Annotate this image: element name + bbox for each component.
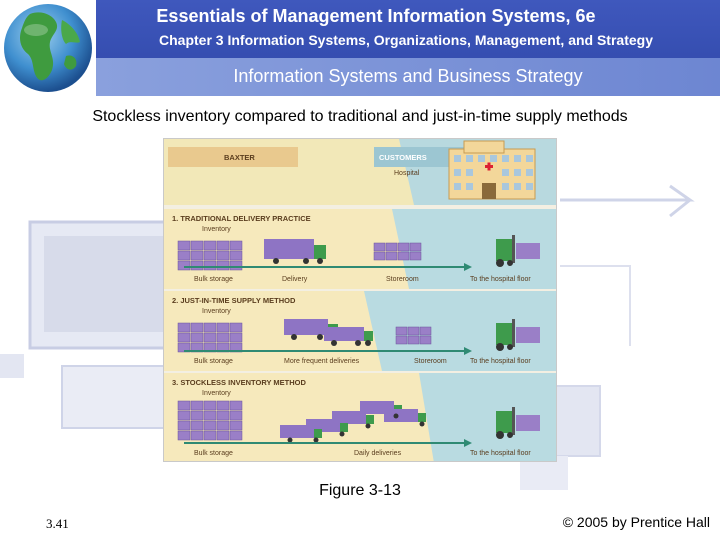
section-2-inventory: Inventory — [202, 308, 231, 315]
slide-header: Essentials of Management Information Sys… — [0, 0, 720, 96]
section-jit: 2. JUST-IN-TIME SUPPLY METHOD Inventory — [164, 291, 556, 371]
section-1-label-bulk: Bulk storage — [194, 276, 233, 283]
section-1-label-delivery: Delivery — [282, 276, 308, 283]
section-2-title: 2. JUST-IN-TIME SUPPLY METHOD — [172, 296, 296, 305]
section-2-forklift — [496, 319, 540, 351]
section-2-label-bulk: Bulk storage — [194, 358, 233, 365]
baxter-bar — [168, 147, 298, 167]
section-3-inventory: Inventory — [202, 390, 231, 397]
section-1-storeroom — [373, 242, 422, 261]
hospital-building — [448, 140, 536, 200]
hospital-label: Hospital — [394, 170, 420, 177]
customers-label: CUSTOMERS — [379, 153, 427, 162]
section-1-truck — [264, 239, 326, 264]
section-1-shelves — [177, 240, 243, 271]
section-1-title: 1. TRADITIONAL DELIVERY PRACTICE — [172, 214, 311, 223]
figure-caption: Figure 3-13 — [319, 482, 401, 499]
baxter-label: BAXTER — [224, 153, 255, 162]
section-1-label-storeroom: Storeroom — [386, 276, 419, 283]
section-3-label-daily: Daily deliveries — [354, 450, 402, 457]
section-2-label-floor: To the hospital floor — [470, 358, 531, 365]
section-title: Information Systems and Business Strateg… — [233, 66, 583, 86]
section-3-title: 3. STOCKLESS INVENTORY METHOD — [172, 378, 306, 387]
section-3-shelves — [177, 400, 243, 441]
book-title: Essentials of Management Information Sys… — [156, 6, 596, 26]
figure-illustration: BAXTER CUSTOMERS Hospital — [163, 138, 557, 462]
section-1-forklift — [496, 235, 540, 267]
section-3-label-bulk: Bulk storage — [194, 450, 233, 457]
globe-logo — [0, 0, 96, 96]
deco-line — [560, 265, 631, 346]
chapter-title: Chapter 3 Information Systems, Organizat… — [159, 32, 653, 48]
deco-arrow-right — [560, 184, 695, 218]
section-2-label-storeroom: Storeroom — [414, 358, 447, 365]
section-3-forklift — [496, 407, 540, 439]
section-2-trucks — [284, 319, 373, 346]
section-1-label-floor: To the hospital floor — [470, 276, 531, 283]
slide-caption: Stockless inventory compared to traditio… — [92, 108, 628, 125]
section-3-trucks — [280, 401, 426, 443]
slide-number: 3.41 — [46, 516, 69, 531]
section-1-inventory: Inventory — [202, 226, 231, 233]
section-2-shelves — [177, 322, 243, 353]
supply-diagram: BAXTER CUSTOMERS Hospital — [164, 139, 556, 461]
monitor-screen — [44, 236, 166, 332]
section-stockless: 3. STOCKLESS INVENTORY METHOD Inventory — [164, 373, 556, 461]
section-3-label-floor: To the hospital floor — [470, 450, 531, 457]
section-banner: Information Systems and Business Strateg… — [96, 58, 720, 96]
copyright-notice: © 2005 by Prentice Hall — [562, 514, 710, 530]
section-2-storeroom — [395, 326, 432, 345]
deco-square-left — [0, 354, 24, 378]
section-2-label-deliveries: More frequent deliveries — [284, 358, 360, 365]
section-traditional: 1. TRADITIONAL DELIVERY PRACTICE Invento… — [164, 209, 556, 289]
